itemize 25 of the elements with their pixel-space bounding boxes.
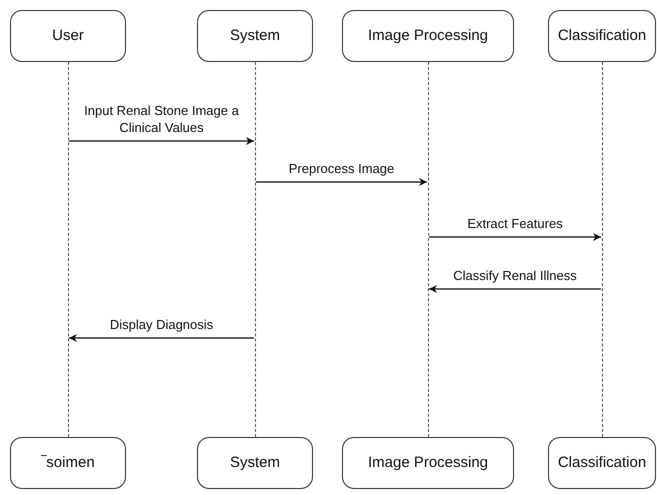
participant-box — [342, 10, 514, 62]
lifeline — [428, 62, 430, 437]
lifeline — [602, 62, 604, 437]
participant-box — [197, 437, 313, 489]
participant-box — [548, 437, 656, 489]
participant-box — [10, 437, 126, 489]
participant-label: Image Processing — [368, 26, 488, 46]
participant-label: Classification — [558, 452, 646, 473]
participant-box — [10, 10, 126, 62]
participant-label: Image Processing — [368, 452, 488, 473]
message-arrow — [69, 334, 254, 342]
message-arrow — [429, 233, 601, 241]
participant-box — [342, 437, 514, 489]
message-arrow — [69, 137, 254, 145]
participant-label: System — [230, 26, 280, 46]
lifeline — [254, 62, 256, 437]
lifeline — [68, 62, 70, 437]
participant-box — [548, 10, 656, 62]
participant-label: ‾soimen — [41, 452, 95, 473]
participant-label: User — [52, 26, 84, 46]
participant-label: Classification — [558, 26, 646, 46]
participant-label: System — [230, 452, 280, 473]
participant-box — [197, 10, 313, 62]
message-arrow — [429, 285, 601, 293]
message-arrow — [256, 178, 427, 186]
